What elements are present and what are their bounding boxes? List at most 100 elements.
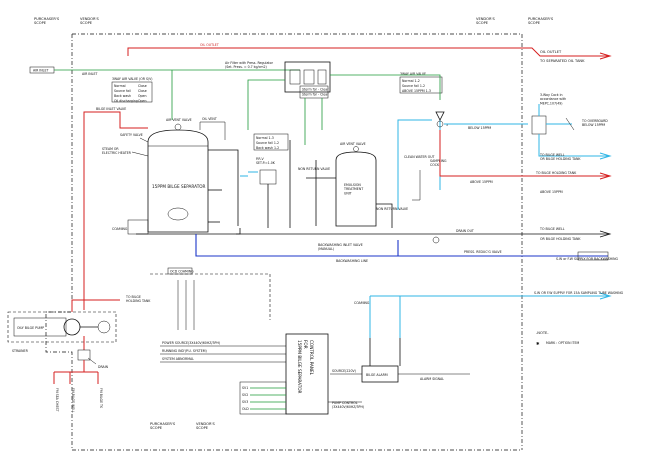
legend-close-2: Close bbox=[138, 89, 147, 93]
legend-right-3: ABOVE 15PPM 1-3 bbox=[402, 89, 431, 93]
from-bilge-well-label: FM BILGE WELL bbox=[71, 388, 75, 413]
control-panel: CONTROL PANELFOR15PPM BILGE SEPARATOR PU… bbox=[285, 333, 364, 415]
legend-mid-2: Source fail 1-2 bbox=[256, 141, 279, 145]
small-box-line-2: Sterm for - Clear bbox=[302, 93, 329, 97]
backwashing-line-label: BACKWASHING LINE bbox=[336, 259, 368, 263]
prv-body-icon bbox=[259, 169, 277, 185]
source-220-label: SOURCE(220V) bbox=[332, 369, 356, 373]
sv3-label: SV3 bbox=[242, 400, 248, 404]
note-mark-label: MARK : OPTION ITEM bbox=[546, 341, 579, 345]
safety-valve-label: SAFETY VALVE bbox=[120, 133, 143, 137]
pump-control-label: PUMP CONTROL(3X440V/60HZ/3PH) bbox=[332, 401, 364, 409]
system-abnormal-label: SYSTEM ABNORMAL bbox=[162, 357, 194, 361]
non-return-valve-label-1: NON RETURN VALVE bbox=[298, 167, 330, 171]
sv2-label: SV2 bbox=[242, 393, 248, 397]
control-panel-box bbox=[285, 333, 329, 415]
air-vent-valve-label-2: AIR VENT VALVE bbox=[340, 142, 366, 146]
option-mark-icon: ✱ bbox=[536, 341, 540, 346]
small-air-box: Sterm for - Clear Sterm for - Clear bbox=[299, 85, 329, 99]
three-way-air-valve-sv-label: 3WAY AIR VALVE (OR S/V) bbox=[112, 77, 153, 81]
drain-out-label: DRAIN OUT bbox=[456, 229, 474, 233]
separator-air-vent-valve-icon bbox=[174, 123, 182, 131]
air-distribution-lines bbox=[171, 70, 441, 145]
sw-fw-backwash-label: S.W or F.W SUPPLY FOR BACKWASHING bbox=[556, 257, 618, 261]
legend-close-1: Close bbox=[138, 84, 147, 88]
pump-motor-icon bbox=[63, 318, 81, 336]
legend-source-fail: Source fail bbox=[114, 89, 131, 93]
oil-outlet-top-label: OIL OUTLET bbox=[200, 43, 219, 47]
legend-open-1: Open bbox=[138, 94, 147, 98]
bilge-inlet-valve-label: BILGE INLET VALVE bbox=[96, 107, 126, 111]
backwashing-inlet-valve-label: BACKWASHING INLET VALVE(MANUAL) bbox=[318, 243, 363, 251]
oily-bilge-pump-label: OILY BILGE PUMP bbox=[17, 326, 44, 330]
oil-vent: OIL VENT bbox=[199, 117, 226, 140]
air-filter-box bbox=[284, 61, 331, 93]
bilge-alarm: BILGE ALARM ALARM SIGNAL SOURCE(220V) bbox=[330, 338, 470, 383]
oil-outlet-label: OIL OUTLET bbox=[540, 50, 562, 54]
air-inlet-line: AIR INLET AIR INLET bbox=[29, 66, 300, 76]
legend-oil-discharging: Oil discharging bbox=[114, 99, 138, 103]
legend-right-2: Source fail 1-2 bbox=[402, 84, 425, 88]
note-title: -NOTE- bbox=[536, 331, 549, 335]
from-sea-chest-label: FM SEA CHEST bbox=[55, 388, 59, 411]
ocd-coaming-block: OCD COAMING POWER SOURCE(3X440V/60HZ/3PH… bbox=[150, 267, 286, 363]
three-way-air-valve-sv: 3WAY AIR VALVE (OR S/V) Normal Close Sou… bbox=[111, 77, 153, 103]
ocd-coaming-label: OCD COAMING bbox=[170, 270, 194, 274]
legend-open-2: Open bbox=[138, 99, 147, 103]
coaming-right-label: COAMING bbox=[354, 301, 370, 305]
strainer-icon bbox=[77, 349, 91, 361]
legend-right-1: Normal 1-2 bbox=[402, 79, 420, 83]
above-15ppm-label-2: ABOVE 15PPM bbox=[540, 190, 563, 194]
air-inlet-tag-label: AIR INLET bbox=[33, 69, 48, 73]
sv-terminals: SV1 SV2 SV3 OLD bbox=[239, 381, 287, 415]
note-block: -NOTE- MARK : OPTION ITEM ✱ bbox=[536, 331, 579, 346]
sv1-label: SV1 bbox=[242, 386, 248, 390]
three-way-cock-box bbox=[531, 115, 547, 135]
prv-cluster: Normal 1-3 Source fail 1-2 Back wash 1-2… bbox=[240, 133, 330, 228]
legend-normal: Normal bbox=[114, 84, 126, 88]
separator-label: 15PPM BILGE SEPARATOR bbox=[152, 184, 206, 189]
air-filter-regulator: Air Filter with Press. Regulator(Set. Pr… bbox=[225, 61, 331, 93]
drain-out-line: DRAIN OUT TO BILGE WELL OR BILGE HOLDING… bbox=[236, 227, 612, 241]
above-15ppm-label-1: ABOVE 15PPM bbox=[470, 180, 493, 184]
from-bilge-tk-label: FM BILGE TK bbox=[99, 388, 103, 409]
below-15ppm-label: BELOW 15PPM bbox=[468, 126, 491, 130]
oil-outlet-line: OIL OUTLET OIL OUTLET TO SEPARATED OIL T… bbox=[127, 43, 612, 63]
sw-fw-sampling-label: S.W OR F.W SUPPLY FOR 15A SAMPLING TUBE … bbox=[534, 291, 624, 295]
press-reduc-valve-label: PRESS. REDUC'G VALVE bbox=[464, 250, 502, 254]
small-box-line-1: Sterm for - Clear bbox=[302, 88, 329, 92]
sampling-washing-line: S.W OR F.W SUPPLY FOR 15A SAMPLING TUBE … bbox=[354, 291, 624, 338]
vendor-scope-boundary bbox=[45, 33, 523, 451]
inlet-sources: FM SEA CHEST FM BILGE WELL FM BILGE TK bbox=[55, 388, 103, 413]
pump-dashed-area bbox=[7, 311, 117, 343]
bilge-inlet-line: BILGE INLET VALVE bbox=[83, 107, 148, 310]
bilge-alarm-label: BILGE ALARM bbox=[366, 373, 388, 377]
strainer-label: STRAINER bbox=[12, 349, 29, 353]
bilge-separator-vessel: 15PPM BILGE SEPARATOR AIR VENT VALVE SAF… bbox=[102, 118, 241, 235]
three-way-valve-outlets: 3 BELOW 15PPM ABOVE 15PPM TO BILGE HOLDI… bbox=[435, 111, 612, 194]
control-panel-label: CONTROL PANELFOR15PPM BILGE SEPARATOR bbox=[297, 340, 314, 394]
old-label: OLD bbox=[242, 407, 249, 411]
separator-outlet-piping bbox=[208, 149, 239, 226]
or-bilge-holding-tank-label: OR BILGE HOLDING TANK bbox=[540, 237, 581, 241]
legend-mid-1: Normal 1-3 bbox=[256, 136, 274, 140]
drain-label: DRAIN bbox=[98, 365, 109, 369]
air-vent-valve-label-1: AIR VENT VALVE bbox=[166, 118, 192, 122]
clean-water-out-label: CLEAN WATER OUT bbox=[404, 155, 435, 159]
power-source-label: POWER SOURCE(3X440V/60HZ/3PH) bbox=[162, 341, 220, 345]
